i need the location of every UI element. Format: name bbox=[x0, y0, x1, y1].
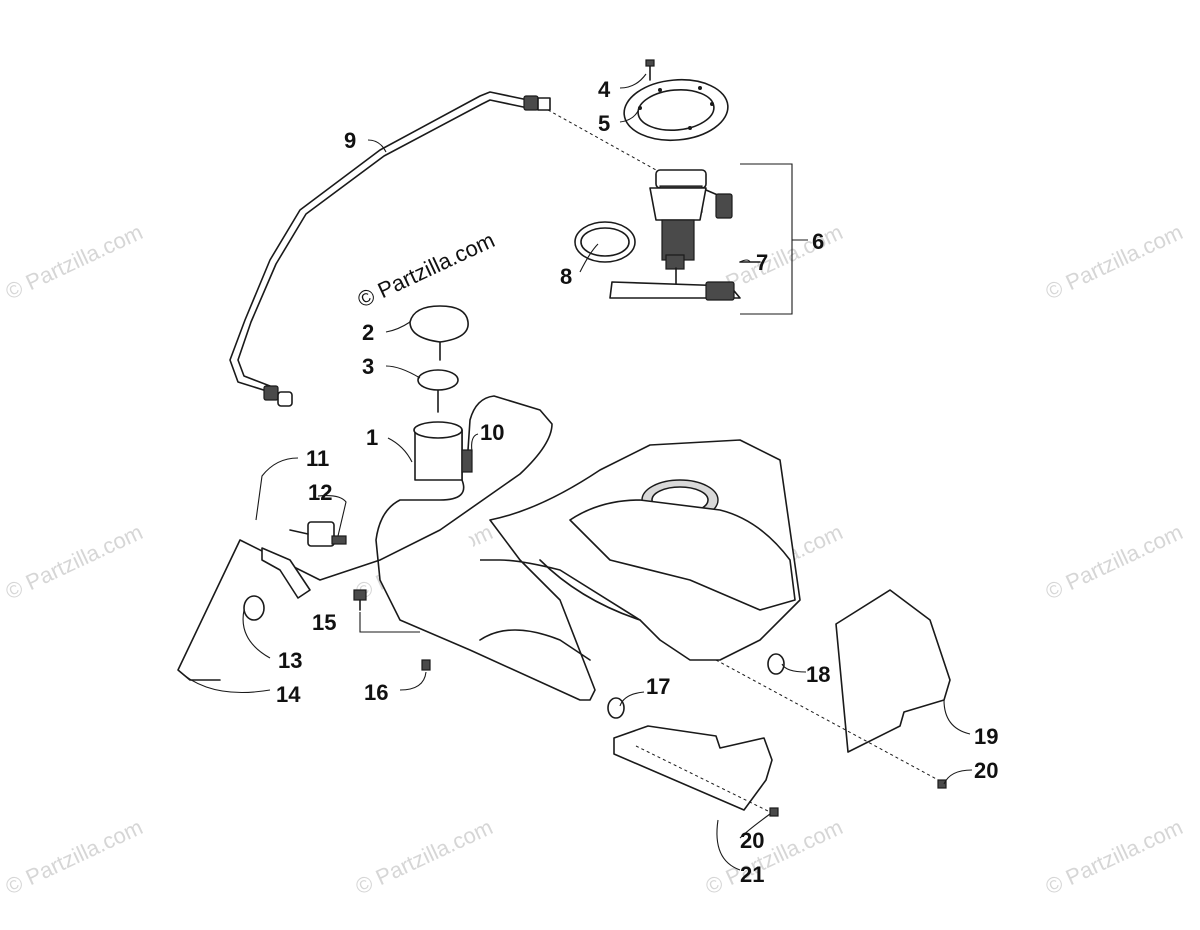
vent-hose bbox=[229, 91, 551, 407]
watermark: © Partzilla.com bbox=[1042, 219, 1187, 304]
fuel-tank-part-1 bbox=[375, 421, 801, 701]
fuel-pump-assembly bbox=[547, 109, 761, 301]
watermark: © Partzilla.com bbox=[352, 814, 497, 899]
gasket-part-3 bbox=[417, 369, 459, 391]
callout-12: 12 bbox=[308, 480, 332, 505]
watermark: © Partzilla.com bbox=[2, 519, 147, 604]
watermark-main: © Partzilla.com bbox=[354, 227, 499, 312]
callout-19: 19 bbox=[974, 724, 998, 749]
callout-20-bottom: 20 bbox=[740, 828, 764, 853]
bracket-part-6 bbox=[740, 163, 808, 315]
bracket-part-11 bbox=[261, 547, 311, 599]
watermark: © Partzilla.com bbox=[2, 814, 147, 899]
callout-18: 18 bbox=[806, 662, 830, 687]
callout-6: 6 bbox=[812, 229, 824, 254]
callout-5: 5 bbox=[598, 111, 610, 136]
heat-shield-part-21 bbox=[613, 725, 773, 811]
vent-line-part-10 bbox=[177, 395, 553, 681]
grommet-part-17 bbox=[607, 697, 625, 719]
clamp-part-13 bbox=[243, 595, 265, 621]
grommet-part-18 bbox=[767, 653, 785, 675]
o-ring-part-8 bbox=[574, 221, 636, 263]
callout-1: 1 bbox=[366, 425, 378, 450]
fuel-cap-part-2 bbox=[409, 305, 469, 361]
callout-17: 17 bbox=[646, 674, 670, 699]
callout-8: 8 bbox=[560, 264, 572, 289]
callout-3: 3 bbox=[362, 354, 374, 379]
callout-13: 13 bbox=[278, 648, 302, 673]
gasket-part-5 bbox=[623, 78, 729, 142]
callout-20-right: 20 bbox=[974, 758, 998, 783]
screw-part-15 bbox=[353, 589, 420, 633]
watermark: © Partzilla.com bbox=[1042, 519, 1187, 604]
leader-lines bbox=[177, 73, 973, 871]
callout-16: 16 bbox=[364, 680, 388, 705]
callout-11: 11 bbox=[306, 446, 329, 471]
callout-labels: 1 2 3 4 5 6 7 8 9 10 11 12 13 14 15 16 1… bbox=[276, 77, 998, 887]
watermark: © Partzilla.com bbox=[2, 219, 147, 304]
bolt-part-20-bottom bbox=[769, 807, 779, 817]
callout-14: 14 bbox=[276, 682, 301, 707]
callout-2: 2 bbox=[362, 320, 374, 345]
watermark: © Partzilla.com bbox=[1042, 814, 1187, 899]
bolt-part-20-right bbox=[937, 779, 947, 789]
callout-9: 9 bbox=[344, 128, 356, 153]
fuel-filter-part-12 bbox=[289, 521, 347, 547]
callout-21: 21 bbox=[740, 862, 764, 887]
callout-15: 15 bbox=[312, 610, 336, 635]
callout-4: 4 bbox=[598, 77, 611, 102]
fitting-part-16 bbox=[421, 659, 431, 671]
callout-7: 7 bbox=[756, 250, 768, 275]
bolt-part-4 bbox=[645, 59, 655, 81]
callout-10: 10 bbox=[480, 420, 504, 445]
heat-shield-part-19 bbox=[835, 589, 951, 753]
